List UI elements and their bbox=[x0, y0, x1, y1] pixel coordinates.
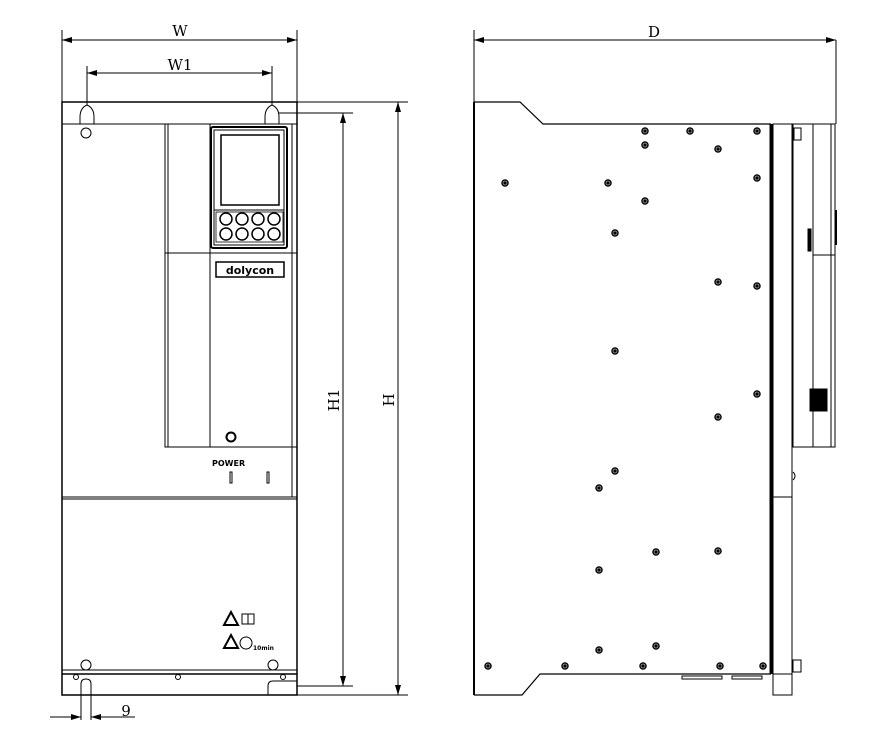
mounting-width-label: W1 bbox=[168, 56, 193, 74]
screw-center bbox=[613, 469, 617, 473]
screw-icon bbox=[611, 347, 619, 355]
screw-icon bbox=[753, 127, 761, 135]
screw-icon bbox=[753, 390, 761, 398]
screw-icon bbox=[611, 229, 619, 237]
down-icon bbox=[235, 227, 249, 241]
screw-center bbox=[688, 129, 692, 133]
screw-center bbox=[563, 664, 567, 668]
screw-center bbox=[755, 176, 759, 180]
screw-center bbox=[643, 199, 647, 203]
warning-icon bbox=[222, 609, 255, 650]
screw-icon bbox=[753, 174, 761, 182]
screw-icon bbox=[641, 127, 649, 135]
screw-icon bbox=[639, 662, 647, 670]
screw-center bbox=[613, 231, 617, 235]
screw-center bbox=[597, 486, 601, 490]
screw-icon bbox=[714, 278, 722, 286]
mounting-slot-icon bbox=[79, 104, 280, 124]
screw-icon bbox=[686, 127, 694, 135]
screw-center bbox=[716, 415, 720, 419]
front-dimensions bbox=[50, 30, 408, 720]
screw-icon bbox=[652, 548, 660, 556]
mounting-height-label: H1 bbox=[325, 389, 343, 412]
screw-center bbox=[755, 129, 759, 133]
brand-logo-box bbox=[215, 261, 285, 278]
screw-icon bbox=[595, 484, 603, 492]
up-icon bbox=[235, 212, 249, 226]
screw-center bbox=[641, 664, 645, 668]
power-label: POWER bbox=[212, 459, 245, 468]
width-label: W bbox=[172, 22, 188, 40]
screw-center bbox=[486, 664, 490, 668]
foot-offset-label: 9 bbox=[121, 702, 131, 720]
screw-center bbox=[716, 549, 720, 553]
depth-label: D bbox=[648, 23, 660, 41]
stop-icon bbox=[267, 227, 281, 241]
height-label: H bbox=[380, 393, 398, 406]
screw-center bbox=[654, 644, 658, 648]
front-view: dolycon POWER 10min bbox=[61, 101, 298, 696]
screw-center bbox=[613, 349, 617, 353]
screw-icon bbox=[611, 467, 619, 475]
screw-icon bbox=[714, 413, 722, 421]
prog-icon bbox=[219, 227, 233, 241]
screw-icon bbox=[561, 662, 569, 670]
screw-center bbox=[755, 392, 759, 396]
screw-center bbox=[761, 664, 765, 668]
esc-icon bbox=[219, 212, 233, 226]
screw-center bbox=[597, 648, 601, 652]
screw-icon bbox=[753, 282, 761, 290]
screw-center bbox=[643, 129, 647, 133]
run-icon bbox=[251, 227, 265, 241]
screw-center bbox=[503, 181, 507, 185]
screw-icon bbox=[595, 646, 603, 654]
lcd-display bbox=[220, 134, 280, 206]
screw-icon bbox=[484, 662, 492, 670]
side-view bbox=[473, 30, 837, 696]
screw-icon bbox=[641, 141, 649, 149]
keypad bbox=[210, 126, 288, 249]
screw-center bbox=[718, 664, 722, 668]
screw-center bbox=[716, 280, 720, 284]
screw-icon bbox=[595, 566, 603, 574]
enter-icon bbox=[251, 212, 265, 226]
screw-center bbox=[716, 147, 720, 151]
cover-screw-icon bbox=[225, 431, 237, 443]
screw-icon bbox=[604, 179, 612, 187]
brand-logo: dolycon bbox=[226, 264, 274, 277]
screw-center bbox=[597, 568, 601, 572]
shift-icon bbox=[267, 212, 281, 226]
screw-icon bbox=[641, 197, 649, 205]
screw-center bbox=[654, 550, 658, 554]
screw-center bbox=[606, 181, 610, 185]
screw-icon bbox=[501, 179, 509, 187]
screw-icon bbox=[759, 662, 767, 670]
screw-icon bbox=[714, 145, 722, 153]
screw-icon bbox=[716, 662, 724, 670]
screw-icon bbox=[714, 547, 722, 555]
screw-center bbox=[643, 143, 647, 147]
screw-center bbox=[755, 284, 759, 288]
discharge-time-label: 10min bbox=[253, 645, 274, 652]
screw-icon bbox=[652, 642, 660, 650]
